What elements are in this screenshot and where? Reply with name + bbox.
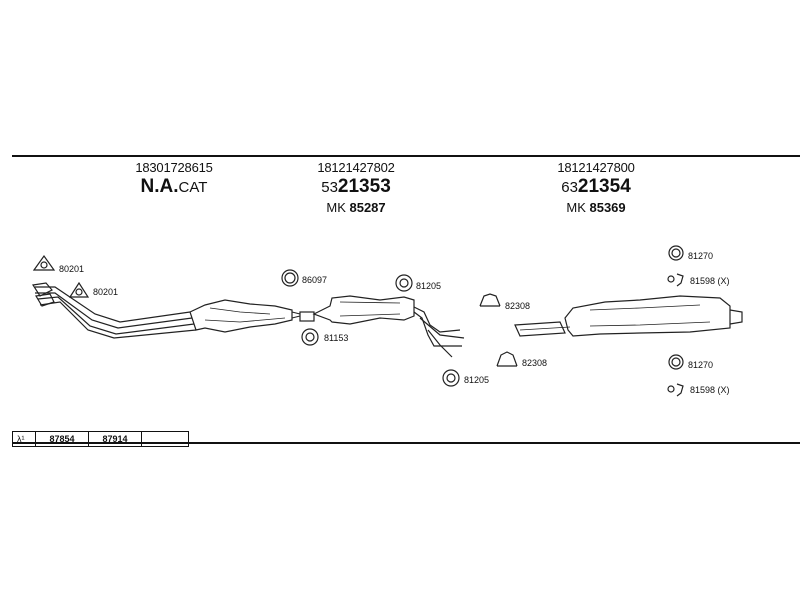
part-label: 86097 <box>302 275 327 285</box>
rubber-mount-icon <box>668 245 684 261</box>
rear-silencer-drawing <box>514 295 743 337</box>
front-pipe-drawing <box>32 282 197 339</box>
lambda-symbol: λ¹ <box>13 432 36 446</box>
mounting-kit: MK 85369 <box>566 200 626 215</box>
part-label: 80201 <box>93 287 118 297</box>
bracket-icon <box>496 351 518 367</box>
part-label: 82308 <box>505 301 530 311</box>
gasket-icon <box>68 281 90 298</box>
clamp-ring-icon <box>301 328 319 346</box>
rubber-mount-icon <box>668 354 684 370</box>
top-divider <box>12 155 800 157</box>
clamp-ring-icon <box>281 269 299 287</box>
lambda-sensor-number: 87914 <box>89 432 142 446</box>
part-number: 18121427800 <box>557 160 635 175</box>
part-label: 82308 <box>522 358 547 368</box>
part-label: 81598 (X) <box>690 276 730 286</box>
bracket-icon <box>479 293 501 307</box>
part-label: 81598 (X) <box>690 385 730 395</box>
clip-icon <box>667 383 684 397</box>
clamp-ring-icon <box>395 274 413 292</box>
part-title: 5321353 <box>321 176 391 197</box>
header-middle-silencer: 18121427802 5321353 MK 85287 <box>256 160 456 215</box>
part-label: 81205 <box>416 281 441 291</box>
lambda-sensor-number: 87854 <box>36 432 89 446</box>
bottom-divider <box>12 442 800 444</box>
gasket-icon <box>32 254 56 271</box>
part-label: 81153 <box>324 333 348 343</box>
part-number: 18121427802 <box>317 160 395 175</box>
mounting-kit: MK 85287 <box>326 200 386 215</box>
lambda-sensor-table: λ¹ 87854 87914 <box>12 431 189 447</box>
part-label: 81205 <box>464 375 489 385</box>
header-catalyst: 18301728615 N.A.CAT <box>74 160 274 198</box>
clamp-ring-icon <box>442 369 460 387</box>
middle-silencer-drawing <box>299 295 465 358</box>
part-number: 18301728615 <box>135 160 213 175</box>
header-rear-silencer: 18121427800 6321354 MK 85369 <box>496 160 696 215</box>
part-label: 81270 <box>688 360 713 370</box>
clip-icon <box>667 273 684 287</box>
part-title: 6321354 <box>561 176 631 197</box>
part-label: 81270 <box>688 251 713 261</box>
part-title: N.A.CAT <box>140 176 208 197</box>
part-label: 80201 <box>59 264 84 274</box>
catalyst-drawing <box>189 299 301 333</box>
